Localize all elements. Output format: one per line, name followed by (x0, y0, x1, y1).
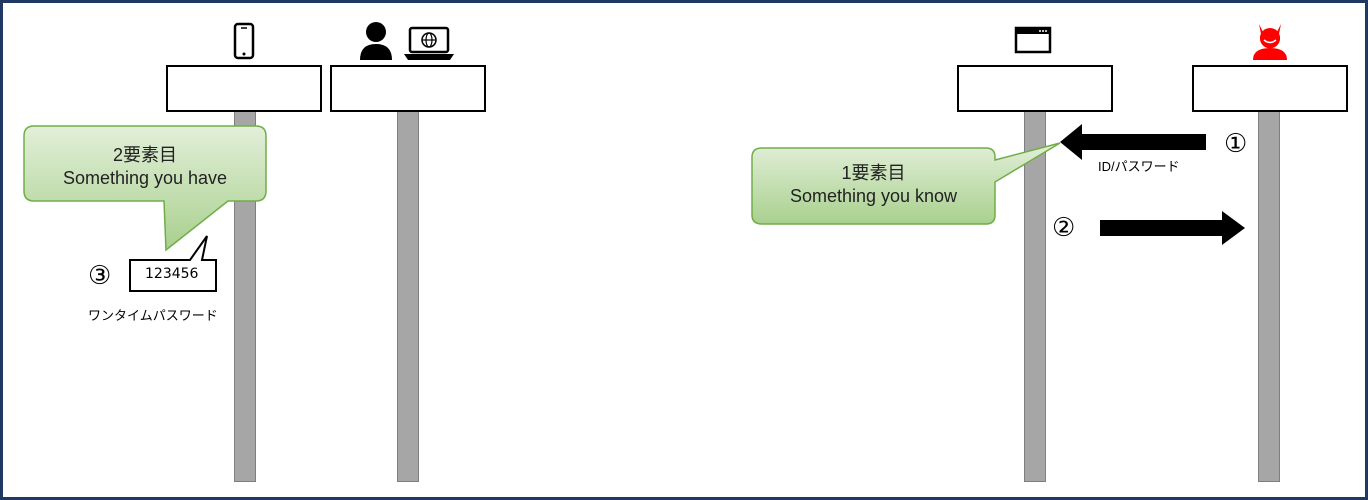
callout-factor2-bubble (23, 125, 267, 252)
devil-icon (1253, 24, 1287, 60)
arrow-step2-right (1100, 211, 1245, 245)
callout-factor1-line2: Something you know (789, 186, 958, 206)
callout-factor1-line1: 1要素目 (841, 163, 906, 183)
callout-factor2-line1: 2要素目 (112, 145, 177, 165)
callout-factor1-bubble (751, 142, 1061, 225)
otp-value: 123456 (145, 266, 199, 282)
callout-factor1-text: 1要素目 Something you know (752, 162, 995, 208)
browser-window-icon (1014, 26, 1052, 54)
participant-box-attacker (1192, 65, 1348, 112)
participant-box-smartphone (166, 65, 322, 112)
step1-label: ID/パスワード (1098, 159, 1180, 174)
otp-speech-box (129, 235, 217, 292)
step3-label: ワンタイムパスワード (88, 308, 218, 323)
participant-box-user-laptop (330, 65, 486, 112)
step2-number: ② (1052, 212, 1076, 242)
smartphone-icon (233, 22, 255, 60)
callout-factor2-text: 2要素目 Something you have (24, 144, 266, 190)
step1-number: ① (1224, 128, 1248, 158)
callout-factor2-line2: Something you have (62, 168, 228, 188)
step3-number: ③ (88, 260, 112, 290)
participant-box-browser (957, 65, 1113, 112)
user-laptop-icon (360, 22, 454, 60)
arrow-step1-left (1060, 124, 1206, 160)
